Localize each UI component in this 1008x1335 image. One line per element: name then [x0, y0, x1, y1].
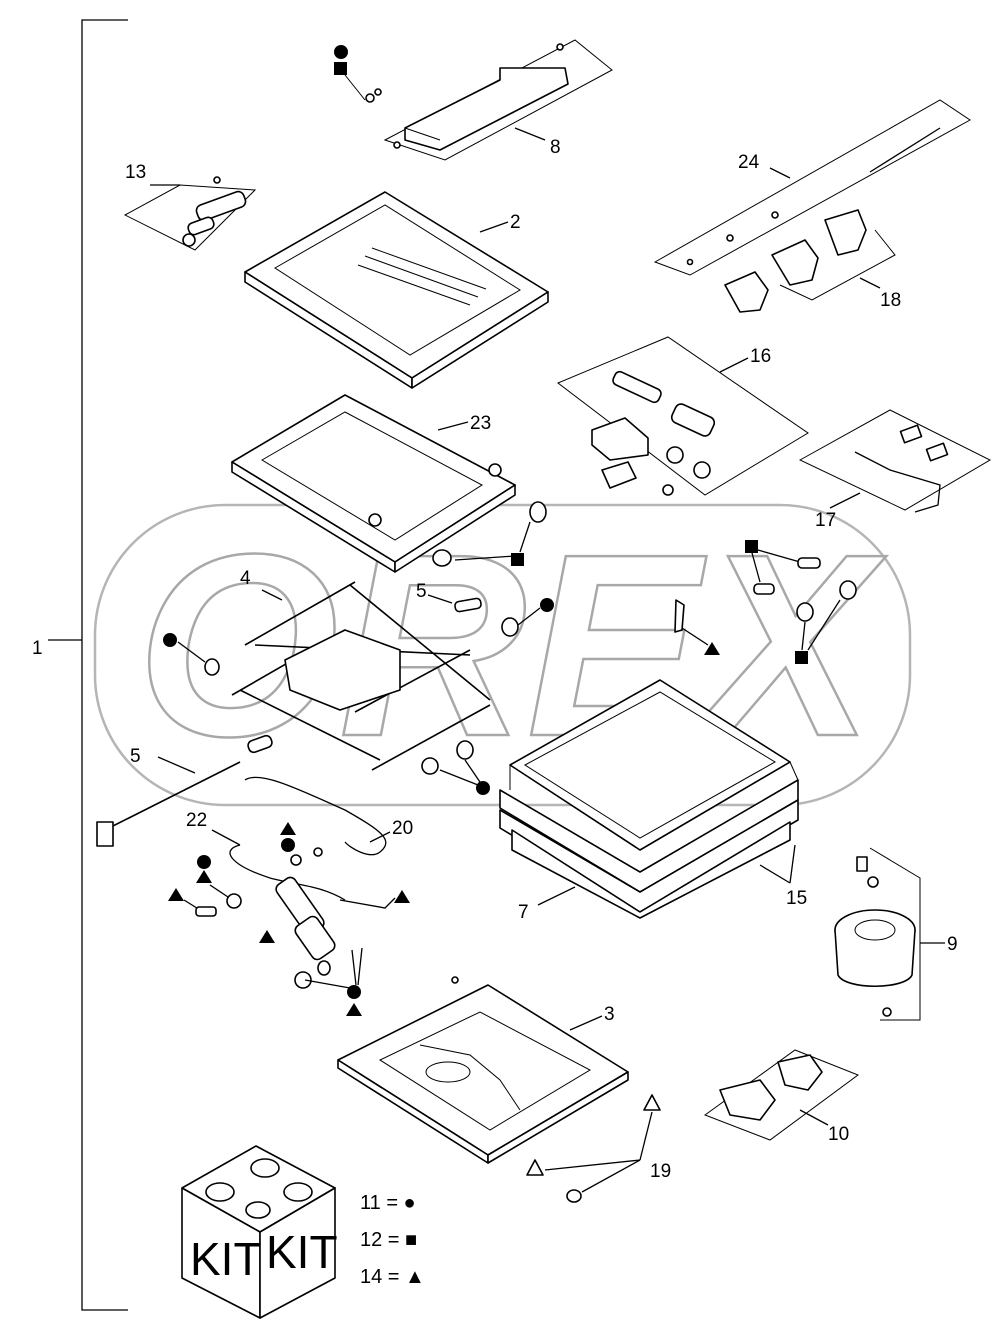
label-8: 8 [550, 137, 561, 158]
part-16-valve: 16 [557, 336, 809, 496]
kit-label-left: KIT [190, 1233, 262, 1285]
part-18-handle: 18 [779, 229, 901, 311]
part-19-feet: 19 [526, 1094, 671, 1203]
kit-12-marker [334, 62, 347, 75]
legend-11: 11 = ● [360, 1192, 416, 1214]
label-19: 19 [650, 1161, 671, 1182]
part-3-base-plate: 3 [337, 976, 629, 1164]
label-4: 4 [240, 568, 251, 589]
kit-14-marker [394, 890, 410, 903]
label-5b: 5 [130, 746, 141, 767]
label-23: 23 [470, 413, 491, 434]
part-8-bracket: 8 [383, 39, 613, 161]
legend-12: 12 = ■ [360, 1229, 417, 1251]
part-4-scissor: 4 [163, 568, 491, 771]
watermark: OREX [93, 500, 912, 807]
kit-label-right: KIT [266, 1226, 338, 1278]
kit-14-marker [704, 642, 720, 655]
kit-14-marker [168, 888, 184, 901]
part-13-locking-unit: 13 [123, 162, 257, 251]
kit-12-marker [745, 540, 758, 553]
kit-11-marker [476, 781, 490, 795]
part-9-air-spring: 9 [834, 847, 958, 1021]
kit-14-marker [280, 822, 296, 835]
part-5-pin: 5 [416, 581, 482, 613]
kit-11-marker [347, 985, 361, 999]
bushing-11 [501, 598, 554, 637]
label-15: 15 [786, 888, 807, 909]
kit-11-marker [197, 855, 211, 869]
kit-11-marker [163, 633, 177, 647]
label-3: 3 [604, 1004, 615, 1025]
kit-11-marker [334, 45, 348, 59]
label-16: 16 [750, 346, 771, 367]
label-2: 2 [510, 212, 521, 233]
kit-11-marker [540, 598, 554, 612]
label-10: 10 [828, 1124, 849, 1145]
kit-legend: 11 = ● 12 = ■ 14 = ▲ [360, 1192, 425, 1288]
part-17-lever: 17 [798, 409, 992, 531]
part-22-cylinder: 22 [168, 810, 410, 1016]
kit-14-marker [259, 930, 275, 943]
part-2-upper-frame: 2 [244, 191, 549, 389]
part-5-rod: 5 [96, 746, 241, 847]
label-22: 22 [186, 810, 207, 831]
label-1: 1 [32, 638, 43, 659]
part-15-clips: 15 [759, 844, 807, 909]
kit-14-marker [196, 870, 212, 883]
label-20: 20 [392, 818, 413, 839]
assembly-bracket: 1 [32, 19, 128, 1311]
label-18: 18 [880, 290, 901, 311]
part-10-valve-block: 10 [703, 1049, 860, 1145]
kit-12-marker [511, 553, 524, 566]
bushings-left [247, 734, 490, 795]
label-7: 7 [518, 902, 529, 923]
legend-14: 14 = ▲ [360, 1266, 425, 1288]
part-7-bellows: 7 [499, 679, 799, 923]
bushings-23 [432, 501, 547, 567]
part-24-rod-handles: 24 [653, 99, 971, 313]
kit-11-marker [281, 838, 295, 852]
kit-box: KIT KIT [181, 1145, 338, 1319]
label-5: 5 [416, 581, 427, 602]
label-17: 17 [815, 510, 836, 531]
part-23-subframe: 23 [231, 394, 516, 573]
label-24: 24 [738, 152, 760, 173]
label-9: 9 [947, 934, 958, 955]
kit-14-marker [346, 1003, 362, 1016]
right-pins [674, 540, 857, 664]
label-13: 13 [125, 162, 146, 183]
part-20-cable: 20 [244, 776, 413, 856]
kit-12-marker [795, 651, 808, 664]
